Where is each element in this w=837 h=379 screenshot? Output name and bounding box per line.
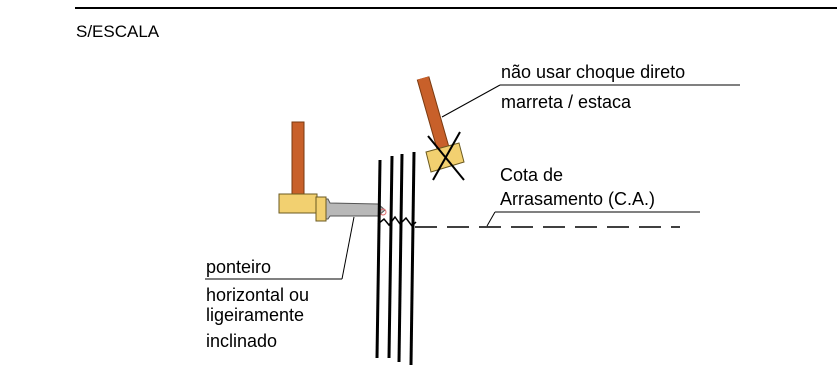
left-hammer — [278, 121, 318, 214]
ponteiro-label-line1: ponteiro — [206, 257, 272, 277]
warning-label-line2: marreta / estaca — [501, 92, 632, 112]
right-hammer-handle-fill — [417, 76, 449, 150]
left-hammer-head — [278, 193, 318, 214]
warning-label-line1: não usar choque direto — [501, 62, 686, 82]
ponteiro-label-line3: ligeiramente — [206, 305, 305, 325]
cota-label-line2: Arrasamento (C.A.) — [500, 189, 656, 209]
pile-break-line — [377, 215, 417, 228]
ponteiro-leader — [341, 216, 355, 280]
scale-note: S/ESCALA — [76, 22, 160, 41]
cross-line-2 — [432, 131, 461, 181]
left-hammer-handle — [291, 121, 305, 197]
pile-3 — [397, 153, 404, 363]
cota-label-line1: Cota de — [500, 165, 564, 185]
chisel — [315, 196, 387, 222]
piles — [375, 151, 417, 366]
pile-1 — [375, 159, 382, 359]
ponteiro-label-line4: inclinado — [206, 331, 278, 351]
warning-leader — [441, 84, 501, 118]
right-hammer — [416, 76, 465, 181]
leader-lines — [205, 84, 740, 280]
pile-4 — [409, 151, 416, 366]
chisel-body — [317, 198, 386, 220]
chisel-grip — [315, 196, 327, 222]
cota-leader — [486, 211, 496, 227]
pile-2 — [387, 155, 394, 359]
ponteiro-label-line2: horizontal ou — [206, 285, 310, 305]
